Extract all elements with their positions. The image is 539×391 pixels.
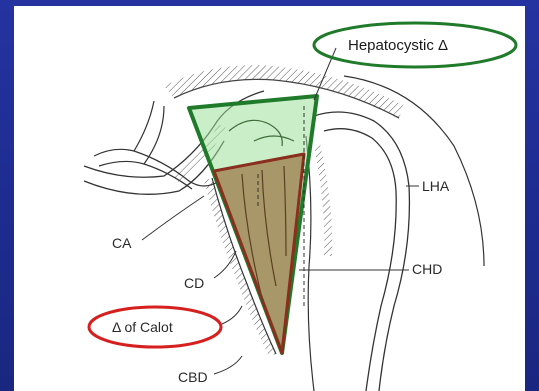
right-lobe-outline <box>344 76 484 266</box>
cbd-pointer <box>214 356 242 374</box>
calot-label: Δ of Calot <box>112 319 173 335</box>
lha-vessel-2 <box>324 129 396 391</box>
ca-label: CA <box>112 235 132 251</box>
cd-label: CD <box>184 275 204 291</box>
lha-label: LHA <box>422 178 450 194</box>
chd-hatch <box>314 144 332 256</box>
hepatocystic-label: Hepatocystic Δ <box>348 37 448 54</box>
chd-label: CHD <box>412 261 442 277</box>
calot-pointer <box>222 306 242 324</box>
calot-triangle-diagram: Hepatocystic Δ LHA CA CD CHD Δ of Calot … <box>14 6 525 391</box>
diagram-panel: Hepatocystic Δ LHA CA CD CHD Δ of Calot … <box>14 6 525 391</box>
cbd-label: CBD <box>178 369 208 385</box>
cystic-artery-branch <box>134 101 164 164</box>
ca-pointer <box>142 196 204 240</box>
